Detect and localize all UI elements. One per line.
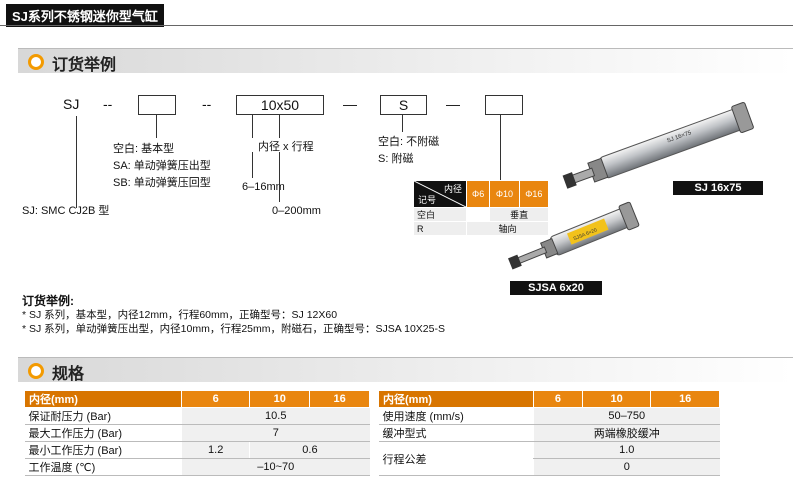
header-bore-10: 10 bbox=[249, 390, 311, 408]
row-value: –10~70 bbox=[181, 458, 370, 476]
mount-row-code: 空白 bbox=[413, 207, 467, 222]
mount-row-code: R bbox=[413, 221, 467, 236]
bullet-icon bbox=[28, 363, 44, 379]
bore-leader-line bbox=[252, 114, 253, 138]
code-sep-2: -- bbox=[202, 96, 212, 112]
bore-range: 6–16mm bbox=[242, 181, 285, 193]
row-label: 行程公差 bbox=[378, 441, 534, 476]
table-row: 最大工作压力 (Bar) 7 bbox=[24, 424, 370, 442]
mount-leader-line bbox=[500, 114, 501, 180]
table-row: 保证耐压力 (Bar) 10.5 bbox=[24, 407, 370, 425]
series-note: SJ: SMC CJ2B 型 bbox=[22, 205, 110, 217]
row-label: 缓冲型式 bbox=[378, 424, 534, 442]
magnet-leader-line bbox=[402, 114, 403, 132]
header-bore-10: 10 bbox=[581, 390, 652, 408]
code-sep-4: — bbox=[446, 96, 460, 112]
header-bore-6: 6 bbox=[180, 390, 251, 408]
bullet-icon bbox=[28, 54, 44, 70]
magnet-code-box: S bbox=[380, 95, 427, 115]
bore-stroke-box: 10x50 bbox=[236, 95, 324, 115]
row-value: 50–750 bbox=[533, 407, 720, 425]
mount-bore-16: Φ16 bbox=[518, 180, 550, 208]
stroke-range-line bbox=[279, 152, 280, 202]
table-row: 使用速度 (mm/s) 50–750 bbox=[378, 407, 720, 425]
table-row: 工作温度 (℃) –10~70 bbox=[24, 458, 370, 476]
spec-section-header: 规格 bbox=[18, 357, 793, 383]
diagonal-divider bbox=[414, 181, 468, 208]
header-bore-6: 6 bbox=[533, 390, 583, 408]
row-value: 两端橡胶缓冲 bbox=[533, 424, 720, 442]
stroke-range: 0–200mm bbox=[272, 205, 321, 217]
spec-section-title: 规格 bbox=[52, 366, 85, 383]
row-value-rest: 0.6 bbox=[249, 441, 370, 459]
mount-bore-10: Φ10 bbox=[489, 180, 520, 208]
photo-caption-sjsa-6x20: SJSA 6x20 bbox=[510, 281, 602, 295]
examples-title: 订货举例: bbox=[22, 294, 74, 308]
row-value: 7 bbox=[181, 424, 370, 442]
bore-range-line bbox=[252, 152, 253, 178]
header-bore-16: 16 bbox=[309, 390, 370, 408]
mount-corner-bottom: 记号 bbox=[418, 195, 437, 205]
spec-table-left: 内径(mm) 6 10 16 保证耐压力 (Bar) 10.5 最大工作压力 (… bbox=[24, 390, 370, 476]
example-line-2: * SJ 系列，单动弹簧压出型，内径10mm，行程25mm，附磁石，正确型号：S… bbox=[22, 323, 445, 335]
header-bar: SJ系列不锈钢迷你型气缸 bbox=[0, 0, 793, 27]
header-bore: 内径(mm) bbox=[24, 390, 182, 408]
cylinder-photo-large: SJ 16×75 bbox=[562, 102, 754, 189]
row-value: 10.5 bbox=[181, 407, 370, 425]
row-value: 1.0 bbox=[533, 441, 720, 459]
magnet-option-s: S: 附磁 bbox=[378, 153, 414, 165]
type-option-blank: 空白: 基本型 bbox=[113, 143, 175, 155]
header-bore: 内径(mm) bbox=[378, 390, 534, 408]
code-sep-3: — bbox=[343, 96, 357, 112]
table-row: 行程公差 1.0 bbox=[378, 441, 720, 476]
page-title: SJ系列不锈钢迷你型气缸 bbox=[6, 4, 164, 27]
type-code-box bbox=[138, 95, 176, 115]
row-value-6: 1.2 bbox=[180, 441, 250, 459]
header-divider bbox=[0, 25, 793, 26]
order-section-title: 订货举例 bbox=[52, 57, 117, 74]
type-option-sb: SB: 单动弹簧压回型 bbox=[113, 177, 211, 189]
table-row: 缓冲型式 两端橡胶缓冲 bbox=[378, 424, 720, 442]
header-bore-16: 16 bbox=[650, 390, 720, 408]
mount-bore-6: Φ6 bbox=[465, 180, 491, 208]
row-label: 使用速度 (mm/s) bbox=[378, 407, 534, 425]
table-row: 最小工作压力 (Bar) 1.2 0.6 bbox=[24, 441, 370, 459]
type-option-sa: SA: 单动弹簧压出型 bbox=[113, 160, 211, 172]
row-value: 0 bbox=[533, 458, 720, 476]
bore-stroke-label: 内径 x 行程 bbox=[258, 141, 314, 153]
example-line-1: * SJ 系列，基本型，内径12mm，行程60mm，正确型号：SJ 12X60 bbox=[22, 309, 338, 321]
row-label: 保证耐压力 (Bar) bbox=[24, 407, 182, 425]
mount-row-value: 垂直 bbox=[489, 207, 549, 222]
mount-code-box bbox=[485, 95, 523, 115]
mount-table: 内径 记号 Φ6 Φ10 Φ16 空白 垂直 R 轴向 bbox=[413, 180, 550, 236]
magnet-option-blank: 空白: 不附磁 bbox=[378, 136, 440, 148]
mount-table-corner: 内径 记号 bbox=[413, 180, 468, 208]
code-sep-1: -- bbox=[103, 96, 113, 112]
cylinder-photo-small: SJSA 6×20 bbox=[508, 201, 640, 270]
spec-table-right: 内径(mm) 6 10 16 使用速度 (mm/s) 50–750 缓冲型式 两… bbox=[378, 390, 720, 476]
code-prefix: SJ bbox=[63, 96, 80, 112]
type-leader-line bbox=[156, 114, 157, 138]
photo-caption-sj-16x75: SJ 16x75 bbox=[673, 181, 763, 195]
table-row: 0 bbox=[379, 458, 720, 476]
row-label: 最大工作压力 (Bar) bbox=[24, 424, 182, 442]
row-label: 工作温度 (℃) bbox=[24, 458, 182, 476]
series-leader-line bbox=[76, 116, 77, 208]
mount-corner-top: 内径 bbox=[443, 184, 462, 194]
mount-row-value: 轴向 bbox=[466, 221, 549, 236]
order-section-header: 订货举例 bbox=[18, 48, 793, 74]
stroke-leader-line bbox=[279, 114, 280, 138]
row-label: 最小工作压力 (Bar) bbox=[24, 441, 182, 459]
